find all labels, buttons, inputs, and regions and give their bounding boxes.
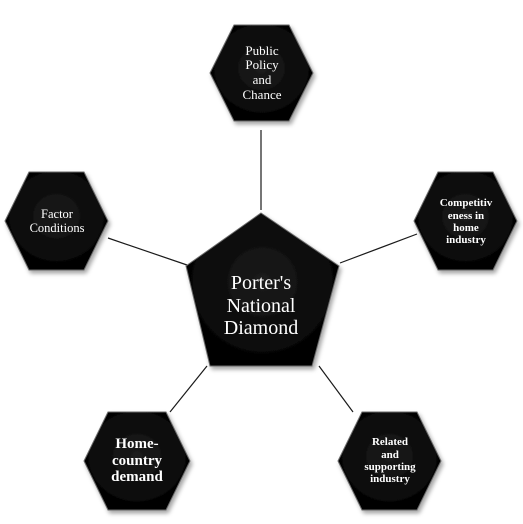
node-home-country-demand-label: Home- country demand: [111, 435, 163, 486]
node-competitiveness-label: Competitiv eness in home industry: [439, 197, 493, 247]
center-pentagon: [185, 212, 340, 367]
node-competitiveness-hexagon: [413, 171, 518, 271]
connector-factor-conditions: [107, 237, 188, 266]
connector-related-supporting: [318, 365, 354, 413]
connector-competitiveness: [339, 233, 418, 264]
node-related-supporting-hexagon: [337, 411, 442, 511]
center-label: Porter's National Diamond: [223, 272, 299, 340]
node-home-country-demand-hexagon: [83, 411, 191, 511]
node-factor-conditions-hexagon: [4, 171, 109, 271]
node-public-policy-hexagon: [209, 24, 314, 122]
node-related-supporting-label: Related and supporting industry: [364, 436, 416, 486]
connector-home-country-demand: [169, 365, 208, 413]
node-public-policy-label: Public Policy and Chance: [242, 42, 282, 102]
node-factor-conditions-label: Factor Conditions: [29, 207, 85, 235]
